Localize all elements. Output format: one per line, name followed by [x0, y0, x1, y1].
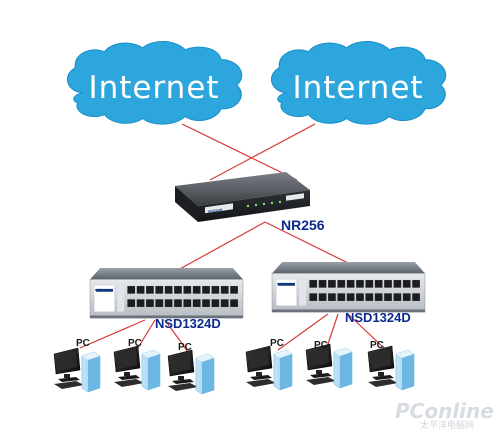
- link-switch-2-pc-5: [325, 313, 339, 351]
- pc-5: [305, 343, 353, 389]
- router-brand: netcore: [208, 207, 223, 214]
- switch-1-brand: netcore: [95, 287, 110, 292]
- internet-cloud-2-label: Internet: [292, 70, 423, 106]
- switch-1-label: NSD1324D: [155, 316, 221, 331]
- pc-3-label: PC: [178, 342, 192, 353]
- link-internet-2-router: [209, 123, 316, 181]
- pc-4-label: PC: [270, 338, 284, 349]
- link-switch-1-pc-3: [164, 319, 189, 353]
- link-router-switch-2: [264, 221, 351, 265]
- link-switch-2-pc-4: [277, 313, 329, 351]
- router-label: NR256: [281, 217, 325, 233]
- link-switch-1-pc-2: [137, 319, 156, 349]
- watermark-sub: 太平洋电脑网: [420, 419, 474, 431]
- link-switch-2-pc-6: [347, 313, 387, 351]
- link-switch-1-pc-1: [79, 319, 146, 349]
- switch-2: [271, 261, 426, 313]
- link-internet-1-router: [181, 123, 298, 181]
- router-device: netcore: [175, 172, 310, 222]
- pc-4: [245, 345, 293, 391]
- pc-6-label: PC: [370, 340, 384, 351]
- internet-cloud-1-label: Internet: [88, 70, 219, 106]
- pc-2-label: PC: [128, 338, 142, 349]
- pc-5-label: PC: [314, 340, 328, 351]
- link-router-switch-1: [177, 221, 266, 271]
- pc-1-label: PC: [76, 338, 90, 349]
- switch-2-brand: netcore: [277, 281, 292, 286]
- switch-1: [89, 267, 244, 319]
- watermark-main: PConline: [395, 399, 494, 423]
- pc-3: [167, 349, 215, 395]
- pc-6: [367, 345, 415, 391]
- switch-2-label: NSD1324D: [345, 310, 411, 325]
- pc-1: [53, 347, 101, 393]
- pc-2: [113, 345, 161, 391]
- network-links: [79, 123, 387, 353]
